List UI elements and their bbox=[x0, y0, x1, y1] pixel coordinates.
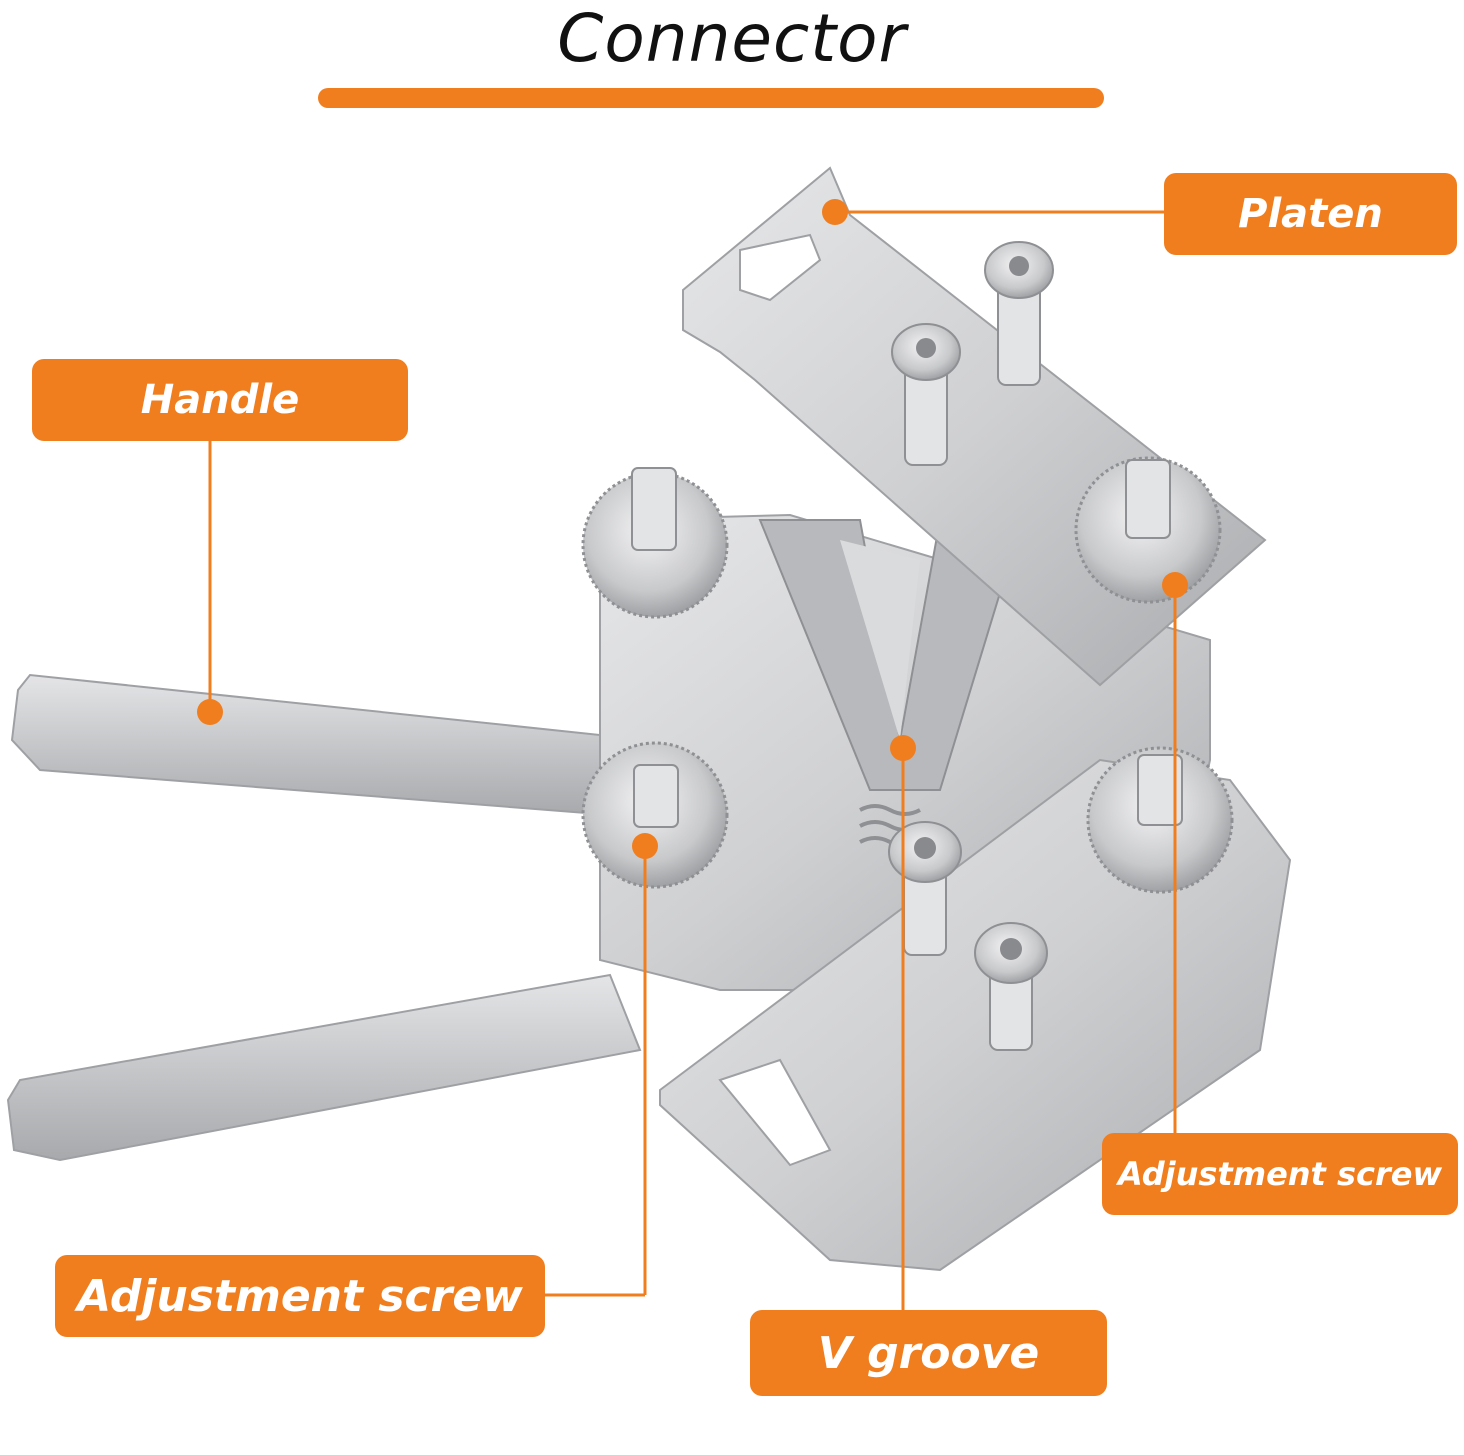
callout-platen: Platen bbox=[1164, 173, 1457, 255]
callout-adjustment-screw-right: Adjustment screw bbox=[1102, 1133, 1458, 1215]
callout-adjustment-screw-left: Adjustment screw bbox=[55, 1255, 545, 1337]
knob-lower-right bbox=[1086, 746, 1234, 894]
cap-screw-1 bbox=[891, 323, 961, 466]
upper-handle bbox=[10, 673, 614, 817]
knob-lower-left bbox=[581, 741, 729, 889]
leader-adjustment-screw-left bbox=[545, 833, 658, 1297]
leader-handle bbox=[197, 440, 223, 725]
cap-screw-4 bbox=[974, 922, 1048, 1051]
leader-platen bbox=[822, 199, 1165, 225]
upper-platen-slot bbox=[739, 233, 822, 302]
callout-v-groove: V groove bbox=[750, 1310, 1107, 1396]
cap-screw-3 bbox=[888, 821, 962, 956]
cap-screw-2 bbox=[984, 241, 1054, 386]
title-underline-bar bbox=[318, 88, 1104, 108]
lower-handle bbox=[6, 973, 642, 1162]
callout-handle: Handle bbox=[32, 359, 408, 441]
knob-upper-left bbox=[581, 467, 729, 619]
knob-upper-right bbox=[1074, 456, 1222, 604]
lower-platen-slot bbox=[718, 1058, 832, 1167]
leader-v-groove bbox=[890, 735, 916, 1310]
leader-adjustment-screw-right bbox=[1162, 572, 1188, 1133]
page-title: Connector bbox=[557, 0, 907, 77]
